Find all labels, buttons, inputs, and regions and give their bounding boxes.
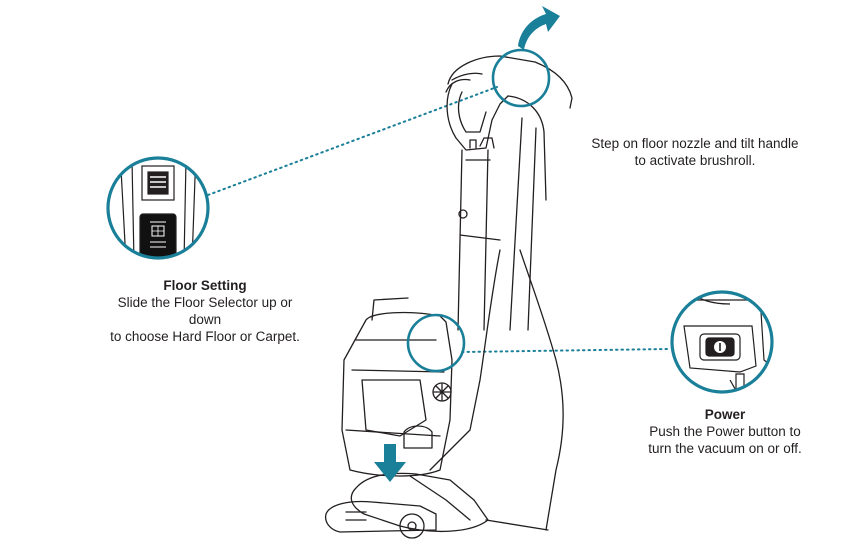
selector-highlight-circle (406, 313, 466, 373)
brushroll-text-line1: Step on floor nozzle and tilt handle (591, 136, 799, 151)
floor-setting-text-line1: Slide the Floor Selector up or down (117, 295, 293, 327)
power-text-line2: turn the vacuum on or off. (648, 441, 802, 456)
floor-nozzle (324, 500, 437, 533)
floor-setting-title: Floor Setting (163, 278, 247, 293)
brushroll-text-line2: to activate brushroll. (634, 153, 756, 168)
leg (519, 249, 564, 531)
floor-selector-zoom (106, 156, 210, 260)
leader-lines (207, 86, 669, 353)
power-title: Power (704, 407, 746, 422)
floor-setting-caption: Floor Setting Slide the Floor Selector u… (100, 277, 310, 345)
vacuum-illustration (324, 55, 573, 539)
power-caption: Power Push the Power button to turn the … (600, 406, 843, 457)
curved-arrow-icon (518, 6, 560, 50)
handle-grip (446, 83, 509, 151)
power-button-zoom (670, 290, 774, 394)
canister-body (341, 311, 453, 477)
leader-line-floor (207, 86, 498, 196)
handle-highlight-circle (491, 48, 551, 108)
wand (457, 149, 463, 331)
down-arrow-icon (374, 444, 406, 482)
power-text-line1: Push the Power button to (649, 424, 801, 439)
floor-setting-text-line2: to choose Hard Floor or Carpet. (110, 329, 300, 344)
brushroll-caption: Step on floor nozzle and tilt handle to … (555, 135, 835, 169)
leader-line-power (461, 348, 669, 353)
hand (447, 55, 573, 109)
